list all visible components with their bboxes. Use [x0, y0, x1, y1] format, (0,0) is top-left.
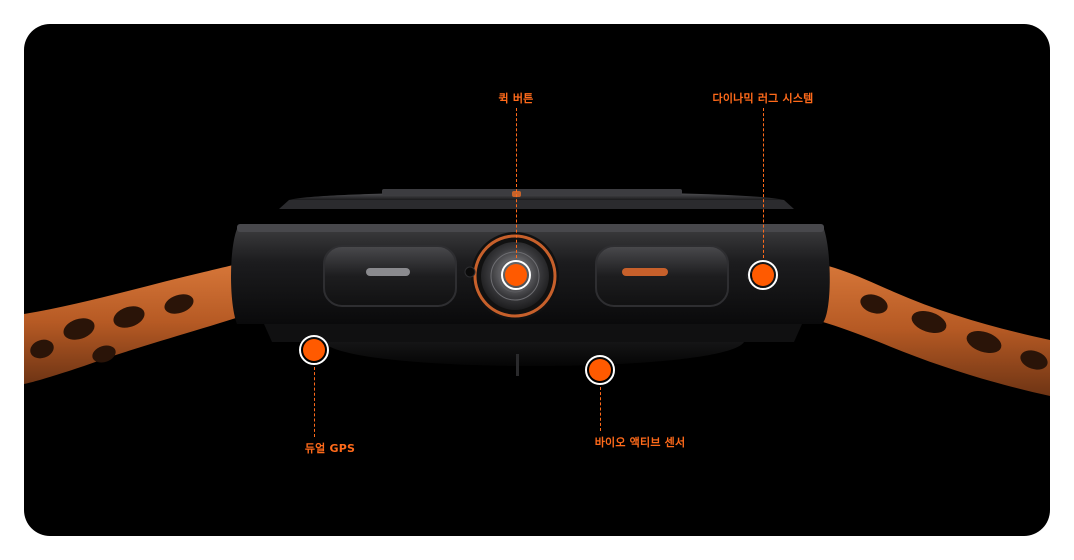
hotspot-dynamic-lug-system[interactable] [748, 260, 778, 290]
hotspot-bio-active-sensor[interactable] [585, 355, 615, 385]
label-dynamic-lug-system: 다이나믹 러그 시스템 [712, 92, 814, 105]
right-band-holes [860, 294, 1048, 370]
watch-side-illustration [24, 189, 1050, 396]
right-band [784, 260, 1050, 396]
leader-line-dynamic-lug-system [763, 108, 764, 258]
hotspot-dual-gps[interactable] [299, 335, 329, 365]
left-band [24, 260, 277, 384]
leader-line-bio-active-sensor [600, 387, 601, 431]
label-quick-button: 퀵 버튼 [498, 92, 534, 105]
leader-line-dual-gps [314, 367, 315, 437]
product-feature-stage: 퀵 버튼 다이나믹 러그 시스템 듀얼 GPS 바이오 액티브 센서 [24, 24, 1050, 536]
hotspot-quick-button[interactable] [501, 260, 531, 290]
label-bio-active-sensor: 바이오 액티브 센서 [594, 436, 686, 449]
label-dual-gps: 듀얼 GPS [304, 442, 356, 455]
leader-line-quick-button [516, 108, 517, 258]
left-band-holes [30, 294, 194, 363]
